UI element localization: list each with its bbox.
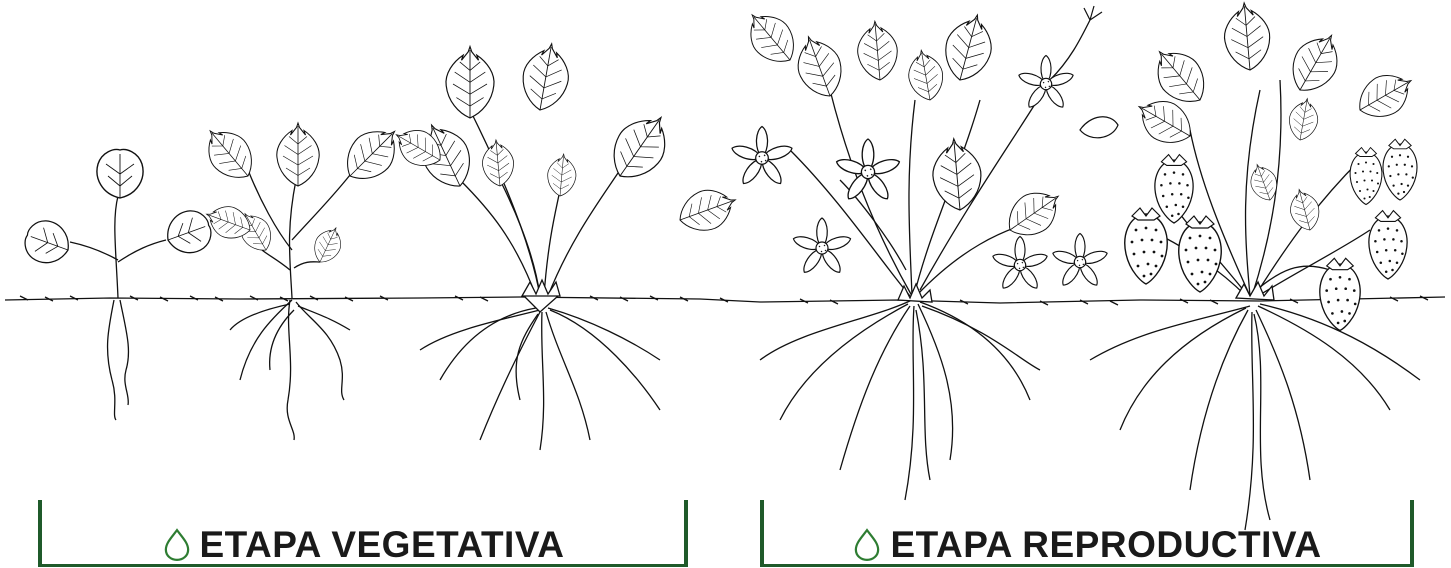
plant-mature-vegetative — [388, 40, 742, 450]
stage-title-vegetativa: ETAPA VEGETATIVA — [200, 524, 565, 566]
stage-label-vegetativa: ETAPA VEGETATIVA — [40, 522, 688, 568]
plant-fruiting — [1090, 1, 1421, 530]
plant-young — [195, 116, 409, 440]
water-drop-icon — [854, 528, 880, 562]
stage-title-reproductiva: ETAPA REPRODUCTIVA — [890, 524, 1321, 566]
ground-line — [5, 296, 1445, 305]
stage-label-reproductiva: ETAPA REPRODUCTIVA — [762, 522, 1414, 568]
plant-seedling — [20, 150, 216, 420]
water-drop-icon — [164, 528, 190, 562]
plant-flowering — [730, 2, 1118, 500]
